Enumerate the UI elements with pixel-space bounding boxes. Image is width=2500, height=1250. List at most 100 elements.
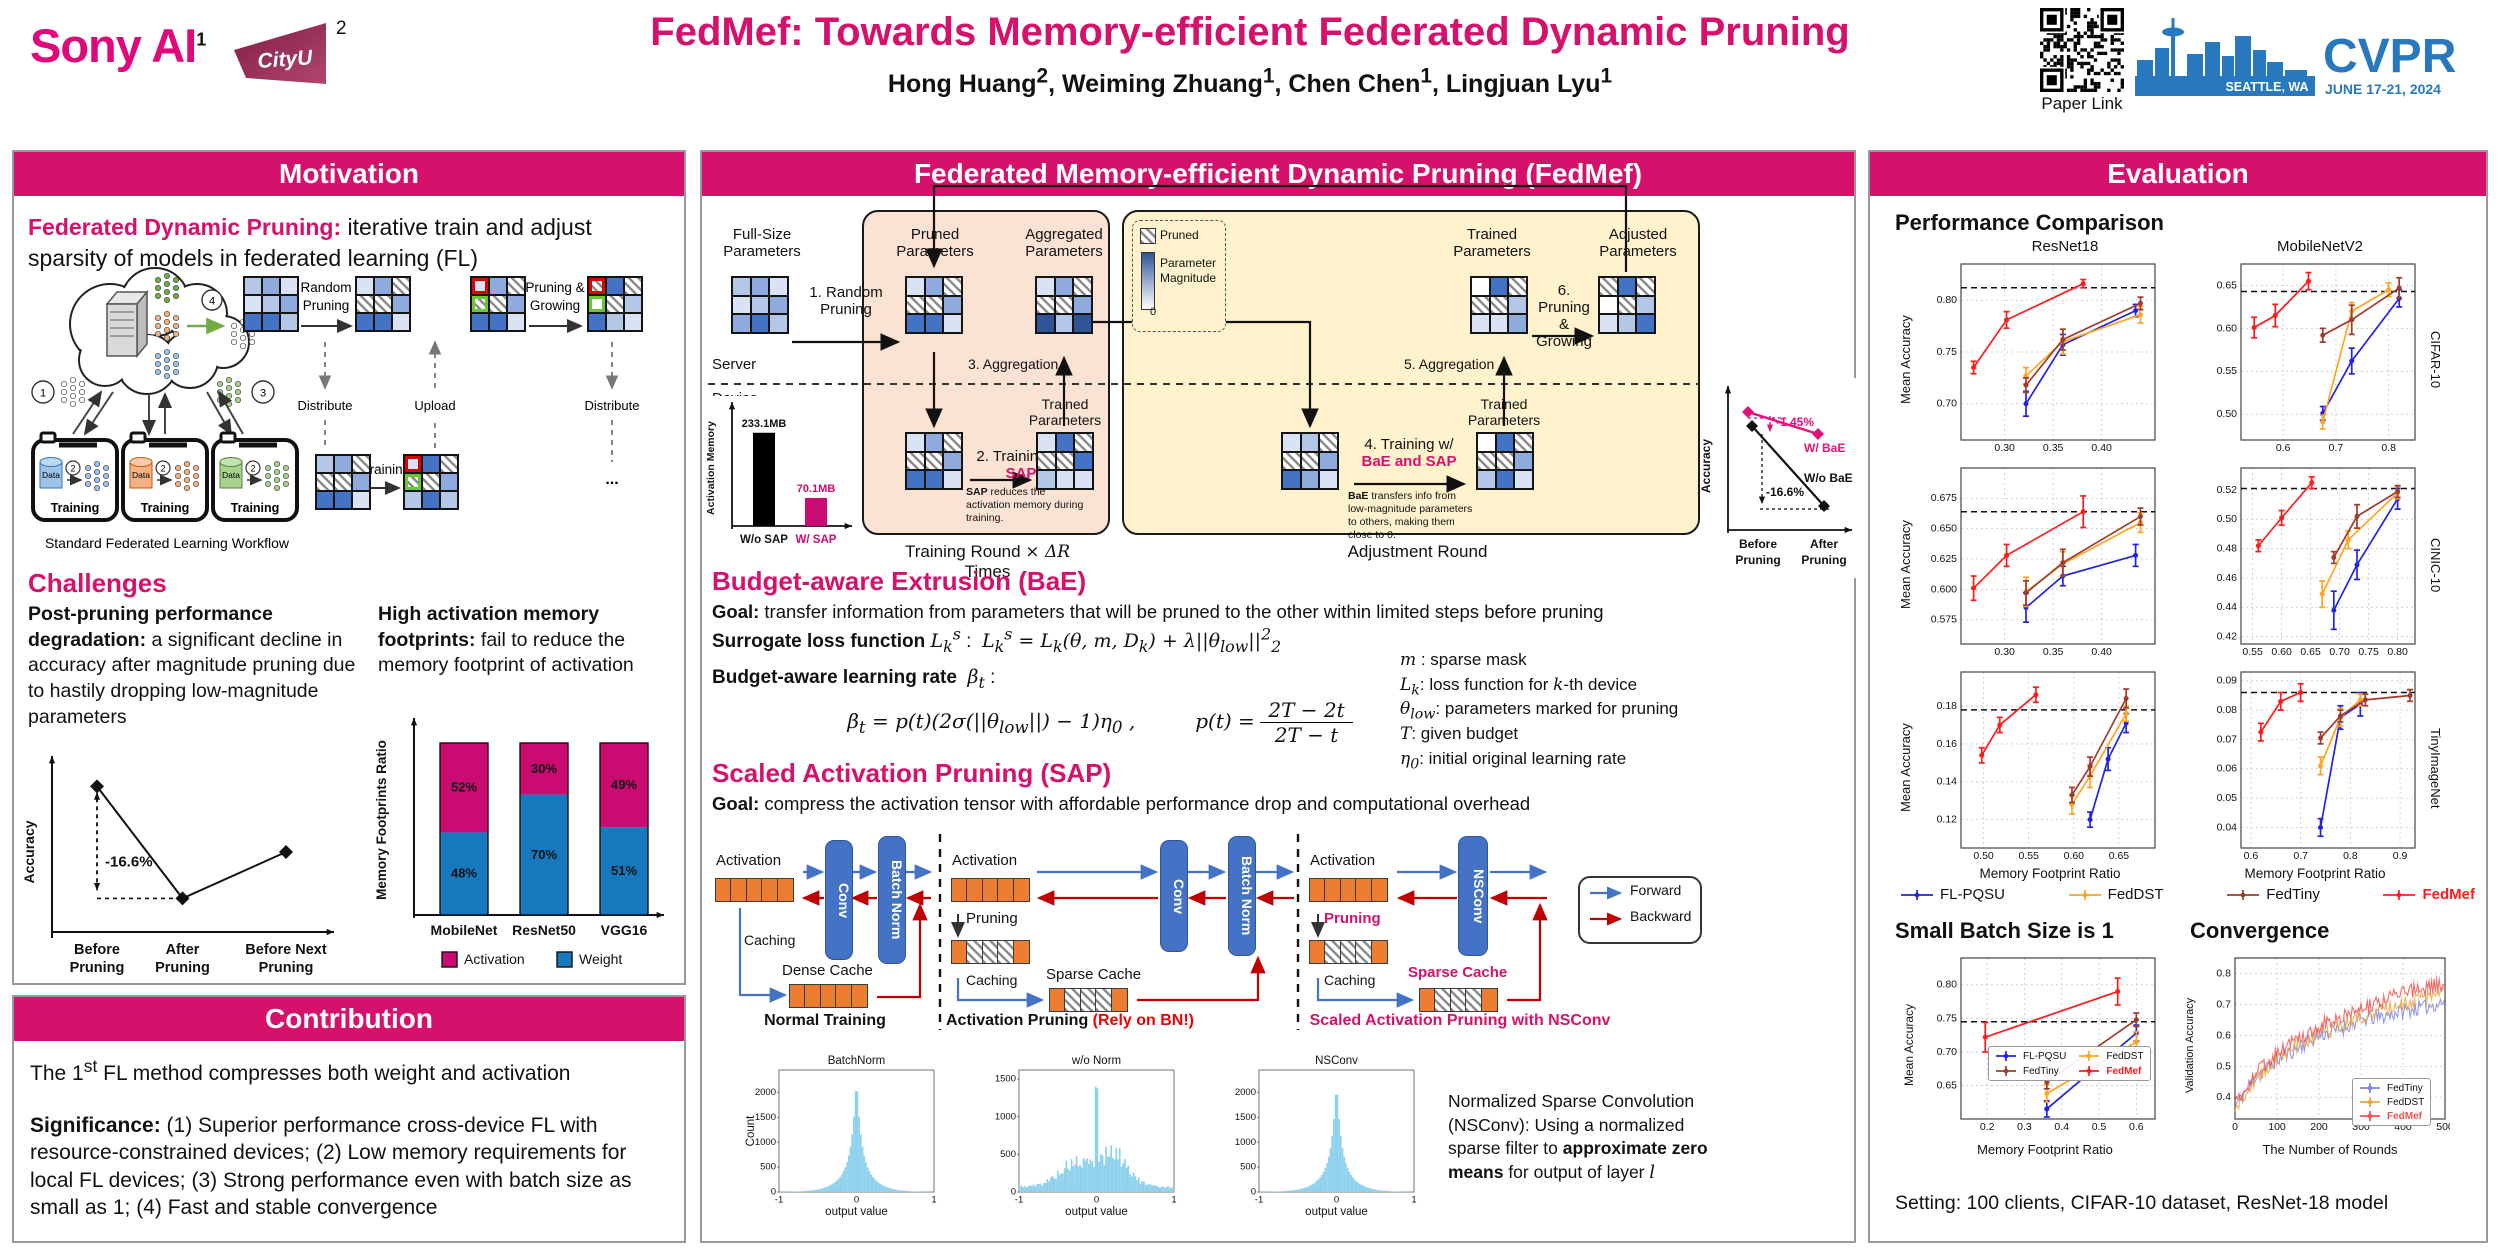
col-title-resnet18: ResNet18: [2031, 238, 2099, 255]
param-cell: [490, 296, 506, 312]
bae-goal: Goal: transfer information from paramete…: [712, 601, 1604, 622]
device-box: Data 2 Training: [121, 431, 209, 522]
memory-footprints-chart: [372, 700, 672, 980]
strip-cell: [1308, 878, 1326, 902]
param-cell: [1618, 296, 1636, 314]
param-grid: [1281, 432, 1339, 490]
strip-cell: [835, 984, 853, 1008]
param-cell: [263, 296, 279, 312]
param-grid: [355, 276, 411, 332]
param-cell: [317, 492, 333, 508]
sparse-cache-label: Sparse Cache: [1408, 964, 1508, 981]
param-cell: [1320, 434, 1337, 451]
param-cell: [944, 296, 961, 314]
plot-mobilenetv2-cifar10: [2205, 258, 2420, 458]
strip-cell: [730, 878, 748, 902]
convergence-heading: Convergence: [2190, 918, 2330, 943]
xlabel-rounds: The Number of Rounds: [2262, 1142, 2398, 1157]
legend-item: FedMef: [2078, 1065, 2143, 1077]
strip-cell: [1079, 988, 1097, 1012]
param-cell: [1600, 296, 1617, 314]
param-cell: [1478, 471, 1495, 488]
small-batch-heading: Small Batch Size is 1: [1895, 918, 2114, 943]
legend-item: FL-PQSU: [1995, 1050, 2066, 1062]
motivation-heading: Motivation: [14, 152, 684, 196]
param-grid: [315, 454, 371, 510]
strip-cell: [788, 984, 806, 1008]
param-cell: [944, 452, 961, 470]
sap-arrows: [738, 834, 1548, 1030]
ylabel-mean-accuracy: Mean Accuracy: [1898, 315, 1913, 405]
activation-strip: [1308, 878, 1389, 902]
bae-lr-label: Budget-aware learning rate βt :: [712, 666, 996, 692]
param-cell: [1283, 471, 1300, 488]
cityu-sup: 2: [336, 18, 347, 39]
param-cell: [508, 314, 524, 330]
nsconv-box: NSConv: [1458, 836, 1488, 956]
svg-text:JUNE 17-21, 2024: JUNE 17-21, 2024: [2325, 81, 2441, 97]
batchnorm-histogram: [742, 1052, 942, 1222]
conv-box: Conv: [825, 840, 853, 960]
param-grid: [1036, 432, 1094, 490]
legend-item: FedTiny: [2226, 886, 2320, 903]
scaled-activation-pruning-caption: Scaled Activation Pruning with NSConv: [1309, 1012, 1611, 1029]
param-cell: [335, 474, 351, 490]
normal-training-caption: Normal Training: [764, 1012, 886, 1029]
param-cell: [245, 296, 261, 312]
param-cell: [944, 315, 961, 332]
param-cell: [508, 278, 524, 294]
small-batch-plot: [1925, 952, 2160, 1137]
param-cell: [263, 314, 279, 330]
param-cell: [281, 296, 297, 312]
param-cell: [1075, 434, 1092, 451]
param-cell: [1038, 434, 1055, 451]
param-cell: [375, 314, 391, 330]
param-cell: [1515, 471, 1532, 488]
sparse-cache-strip: [1048, 988, 1129, 1012]
param-cell: [335, 492, 351, 508]
strip-cell: [1013, 940, 1031, 964]
fedmef-heading: Federated Memory-efficient Dynamic Pruni…: [702, 152, 1854, 196]
param-cell: [375, 278, 391, 294]
param-cell: [1472, 278, 1489, 295]
svg-text:Upload: Upload: [414, 398, 455, 413]
param-grid: [905, 276, 963, 334]
strip-cell: [997, 878, 1015, 902]
param-cell: [1055, 278, 1073, 295]
param-cell: [1478, 434, 1495, 451]
cityu-logo: CityU: [234, 23, 326, 84]
qr-code: [2040, 8, 2124, 92]
conv-box: Conv: [1160, 840, 1188, 952]
xlabel-memory-footprint: Memory Footprint Ratio: [2244, 866, 2386, 881]
param-cell: [1056, 434, 1074, 451]
param-cell: [405, 456, 421, 472]
legend-item: FedTiny: [1995, 1065, 2066, 1077]
strip-cell: [1465, 988, 1483, 1012]
challenge-2-text: High activation memory footprints: fail …: [378, 603, 634, 677]
wonorm-histogram: [982, 1052, 1182, 1222]
row-label-tinyimagenet: TinyImageNet: [2428, 727, 2443, 809]
svg-text:Random: Random: [300, 280, 351, 295]
pruned-strip: [1308, 940, 1389, 964]
param-cell: [1320, 452, 1337, 470]
evaluation-heading: Evaluation: [1870, 152, 2486, 196]
activation-memory-chart: [704, 396, 856, 568]
param-cell: [441, 492, 457, 508]
fedmef-arrows: [708, 184, 1848, 493]
federated-workflow-diagram: 4 1 3 Data 2 Training: [31, 267, 639, 551]
param-cell: [1074, 315, 1091, 332]
param-cell: [1496, 471, 1514, 488]
svg-text:SEATTLE, WA: SEATTLE, WA: [2225, 80, 2308, 94]
strip-cell: [1324, 940, 1342, 964]
strip-cell: [761, 878, 779, 902]
param-cell: [335, 456, 351, 472]
param-cell: [1496, 452, 1514, 470]
param-cell: [1600, 315, 1617, 332]
param-grid: [1476, 432, 1534, 490]
svg-text:2: 2: [250, 464, 255, 474]
param-cell: [508, 296, 524, 312]
step3-label: 3. Aggregation: [968, 356, 1059, 372]
